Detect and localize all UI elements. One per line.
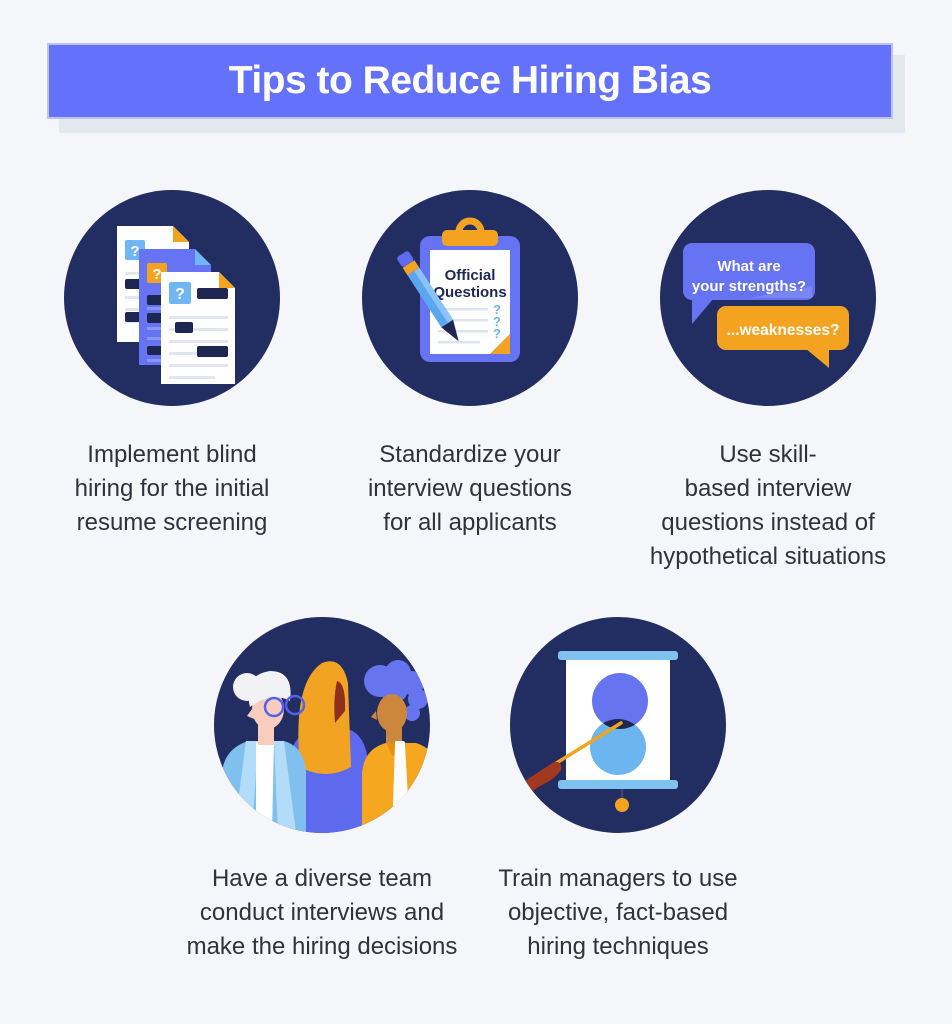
speech-bubble-strengths-icon: What are your strengths? xyxy=(683,243,815,324)
bubble-question1-line2: your strengths? xyxy=(692,278,806,295)
training-flipchart-icon xyxy=(510,617,726,833)
bubble-question1-line1: What are xyxy=(717,258,780,275)
clipboard-title-line2: Questions xyxy=(433,284,506,301)
title-banner: Tips to Reduce Hiring Bias xyxy=(47,43,893,119)
question-mark-glyph: ? xyxy=(152,266,161,283)
caption-blind-resumes: Implement blind hiring for the initial r… xyxy=(74,441,270,536)
redacted-resume-stack-icon: ? ? xyxy=(64,190,280,406)
document-front-icon: ? xyxy=(161,272,235,384)
clipboard-icon: Official Questions ? ? ? xyxy=(420,217,520,362)
question-mark-glyph: ? xyxy=(493,302,501,317)
tip-circle-skill-based-questions: What are your strengths? ...weaknesses? xyxy=(660,190,876,406)
tip-circle-train-managers xyxy=(510,617,726,833)
venn-diagram-icon xyxy=(590,673,648,775)
caption-train-managers: Train managers to use objective, fact-ba… xyxy=(498,865,738,960)
tip-circle-standardize-questions: Official Questions ? ? ? xyxy=(362,190,578,406)
question-mark-glyph: ? xyxy=(493,314,501,329)
question-mark-glyph: ? xyxy=(130,243,139,260)
interview-speech-bubbles-icon: What are your strengths? ...weaknesses? xyxy=(660,190,876,406)
question-mark-glyph: ? xyxy=(493,326,501,341)
page-title: Tips to Reduce Hiring Bias xyxy=(228,59,712,102)
caption-skill-based-questions: Use skill- based interview questions ins… xyxy=(649,441,887,570)
diverse-interview-panel-icon xyxy=(214,617,430,833)
person-hijab-icon xyxy=(288,661,368,833)
clipboard-with-pencil-icon: Official Questions ? ? ? xyxy=(362,190,578,406)
bubble-question2: ...weaknesses? xyxy=(727,322,840,339)
tip-circle-diverse-team xyxy=(214,617,430,833)
question-mark-glyph: ? xyxy=(175,286,185,303)
pencil-icon xyxy=(397,251,459,342)
clipboard-title-line1: Official xyxy=(445,267,496,284)
caption-standardize-questions: Standardize your interview questions for… xyxy=(367,441,573,536)
caption-diverse-team: Have a diverse team conduct interviews a… xyxy=(186,865,458,960)
speech-bubble-weaknesses-icon: ...weaknesses? xyxy=(717,306,849,368)
glasses-icon xyxy=(263,696,285,718)
tip-circle-blind-resumes: ? ? xyxy=(64,190,280,406)
